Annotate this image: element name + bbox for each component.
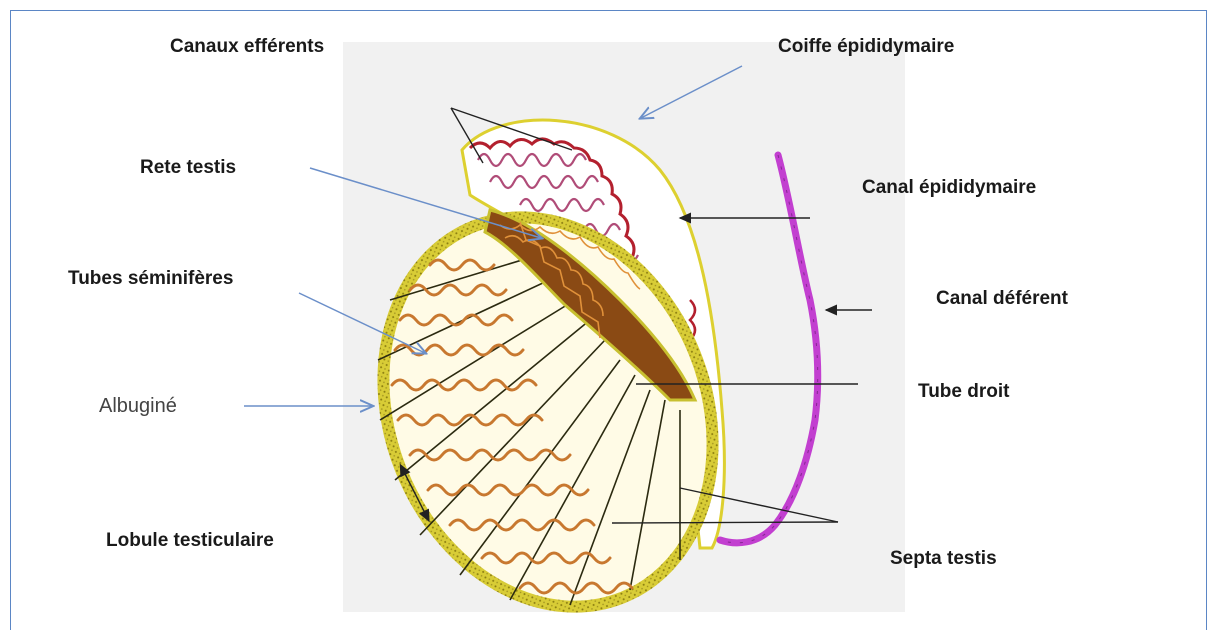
label-tubes-seminiferes: Tubes séminifères — [68, 268, 233, 290]
label-canal-epididymaire: Canal épididymaire — [862, 177, 1036, 199]
albuginea — [327, 167, 770, 618]
label-albugine: Albuginé — [99, 395, 177, 418]
testis-body — [327, 167, 770, 618]
label-coiffe-epididymaire: Coiffe épididymaire — [778, 36, 954, 58]
vas-deferens — [720, 155, 818, 543]
label-canaux-efferents: Canaux efférents — [170, 36, 324, 58]
label-canal-deferent: Canal déférent — [936, 288, 1068, 310]
label-septa-testis: Septa testis — [890, 548, 997, 570]
label-tube-droit: Tube droit — [918, 381, 1009, 403]
label-lobule-testiculaire: Lobule testiculaire — [106, 530, 274, 552]
label-rete-testis: Rete testis — [140, 157, 236, 179]
